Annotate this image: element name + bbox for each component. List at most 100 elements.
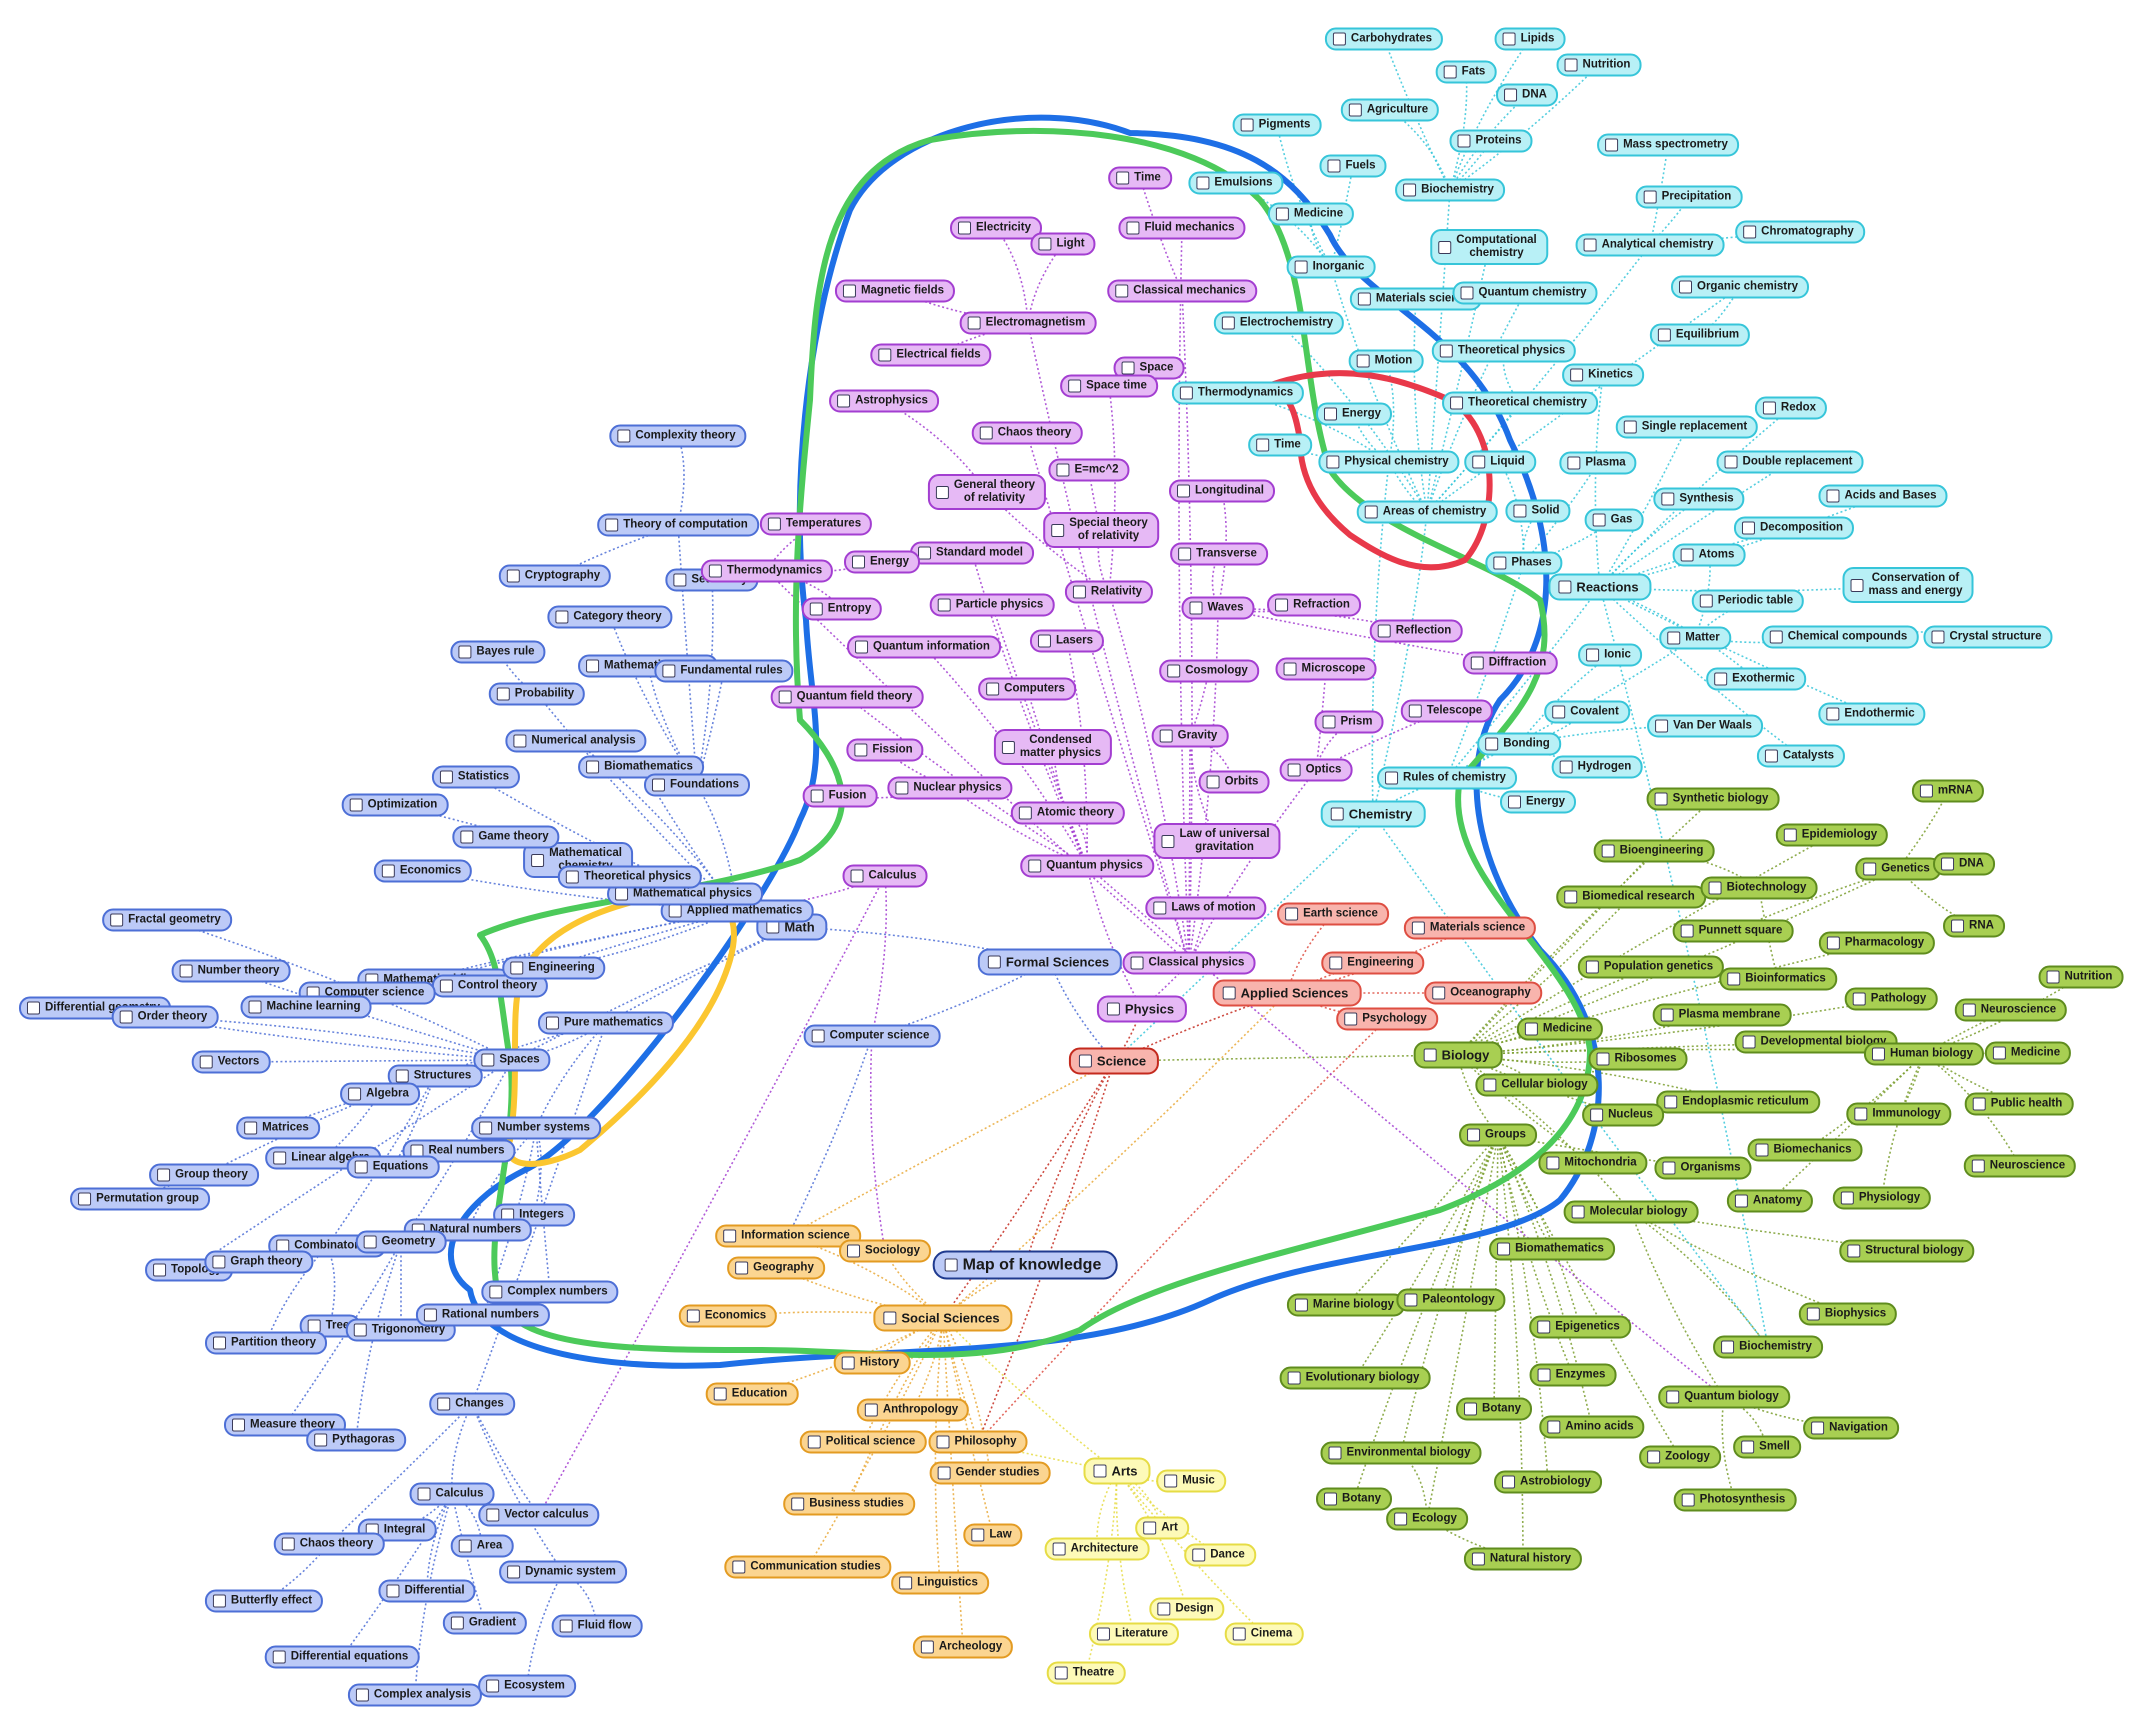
checkbox-icon[interactable] [1559, 760, 1573, 774]
checkbox-icon[interactable] [1721, 1340, 1735, 1354]
checkbox-icon[interactable] [281, 1537, 295, 1551]
node-music[interactable]: Music [1156, 1469, 1226, 1493]
node-pigments[interactable]: Pigments [1232, 113, 1322, 137]
node-sociology[interactable]: Sociology [839, 1239, 931, 1263]
checkbox-icon[interactable] [617, 429, 631, 443]
checkbox-icon[interactable] [1472, 455, 1486, 469]
node-anatomy[interactable]: Anatomy [1726, 1189, 1814, 1213]
node-controltheory[interactable]: Control theory [431, 974, 549, 998]
checkbox-icon[interactable] [841, 1356, 855, 1370]
node-analytical[interactable]: Analytical chemistry [1575, 233, 1725, 257]
node-precipitation[interactable]: Precipitation [1635, 185, 1743, 209]
checkbox-icon[interactable] [1115, 284, 1129, 298]
checkbox-icon[interactable] [348, 1087, 362, 1101]
node-cellbio[interactable]: Cellular biology [1475, 1073, 1599, 1097]
node-physics[interactable]: Physics [1096, 995, 1188, 1023]
checkbox-icon[interactable] [878, 348, 892, 362]
checkbox-icon[interactable] [363, 1235, 377, 1249]
node-atomic[interactable]: Atomic theory [1010, 801, 1126, 825]
node-ribosomes[interactable]: Ribosomes [1588, 1047, 1688, 1071]
node-archeology[interactable]: Archeology [912, 1635, 1014, 1659]
checkbox-icon[interactable] [1647, 1450, 1661, 1464]
checkbox-icon[interactable] [1743, 225, 1757, 239]
node-ruleschem[interactable]: Rules of chemistry [1377, 766, 1517, 790]
node-endothermic[interactable]: Endothermic [1818, 702, 1926, 726]
checkbox-icon[interactable] [1596, 1052, 1610, 1066]
node-biomedres[interactable]: Biomedical research [1556, 885, 1706, 909]
checkbox-icon[interactable] [1941, 857, 1955, 871]
checkbox-icon[interactable] [231, 1418, 245, 1432]
checkbox-icon[interactable] [355, 1688, 369, 1702]
node-quantinfo[interactable]: Quantum information [847, 635, 1001, 659]
node-dna-b[interactable]: DNA [1933, 852, 1995, 876]
node-literature[interactable]: Literature [1088, 1622, 1180, 1646]
checkbox-icon[interactable] [1394, 1512, 1408, 1526]
node-doublerep[interactable]: Double replacement [1716, 450, 1864, 474]
checkbox-icon[interactable] [1558, 580, 1572, 594]
checkbox-icon[interactable] [1178, 547, 1192, 561]
node-kinetics[interactable]: Kinetics [1562, 363, 1644, 387]
checkbox-icon[interactable] [110, 913, 124, 927]
checkbox-icon[interactable] [1854, 1107, 1868, 1121]
node-neuroscience[interactable]: Neuroscience [1954, 998, 2068, 1022]
node-aminoacids[interactable]: Amino acids [1539, 1415, 1645, 1439]
node-geometry[interactable]: Geometry [355, 1230, 447, 1254]
checkbox-icon[interactable] [1667, 631, 1681, 645]
checkbox-icon[interactable] [883, 1311, 897, 1325]
checkbox-icon[interactable] [1724, 455, 1738, 469]
checkbox-icon[interactable] [1411, 921, 1425, 935]
checkbox-icon[interactable] [1364, 505, 1378, 519]
node-nutrition-c[interactable]: Nutrition [1556, 53, 1642, 77]
node-waves[interactable]: Waves [1181, 596, 1255, 620]
checkbox-icon[interactable] [1483, 1078, 1497, 1092]
node-humanbio[interactable]: Human biology [1863, 1042, 1985, 1066]
checkbox-icon[interactable] [1327, 159, 1341, 173]
node-ordertheory[interactable]: Order theory [111, 1005, 219, 1029]
node-motion[interactable]: Motion [1348, 349, 1424, 373]
node-relativity[interactable]: Relativity [1064, 580, 1154, 604]
node-er[interactable]: Endoplasmic reticulum [1656, 1090, 1820, 1114]
checkbox-icon[interactable] [920, 1640, 934, 1654]
node-design[interactable]: Design [1149, 1597, 1225, 1621]
checkbox-icon[interactable] [1826, 489, 1840, 503]
checkbox-icon[interactable] [735, 1261, 749, 1275]
node-carbs[interactable]: Carbohydrates [1324, 27, 1444, 51]
checkbox-icon[interactable] [1951, 919, 1965, 933]
node-vanderwaals[interactable]: Van Der Waals [1647, 714, 1763, 738]
node-temperatures[interactable]: Temperatures [759, 512, 873, 536]
node-fundrules[interactable]: Fundamental rules [654, 659, 794, 683]
checkbox-icon[interactable] [1106, 1002, 1120, 1016]
checkbox-icon[interactable] [979, 426, 993, 440]
checkbox-icon[interactable] [1699, 594, 1713, 608]
checkbox-icon[interactable] [586, 760, 600, 774]
node-refraction[interactable]: Refraction [1267, 593, 1361, 617]
node-crypto[interactable]: Cryptography [498, 564, 612, 588]
node-organisms[interactable]: Organisms [1654, 1156, 1752, 1180]
node-mitochondria[interactable]: Mitochondria [1538, 1151, 1648, 1175]
checkbox-icon[interactable] [1863, 862, 1877, 876]
node-condmatter[interactable]: Condensed matter physics [993, 729, 1113, 765]
node-botany[interactable]: Botany [1456, 1397, 1532, 1421]
node-philosophy[interactable]: Philosophy [928, 1430, 1028, 1454]
checkbox-icon[interactable] [1206, 775, 1220, 789]
node-genderstudies[interactable]: Gender studies [929, 1461, 1051, 1485]
node-evobio[interactable]: Evolutionary biology [1279, 1366, 1431, 1390]
checkbox-icon[interactable] [423, 1308, 437, 1322]
node-areaschem[interactable]: Areas of chemistry [1356, 500, 1498, 524]
checkbox-icon[interactable] [686, 1309, 700, 1323]
checkbox-icon[interactable] [1847, 1244, 1861, 1258]
node-formal[interactable]: Formal Sciences [977, 948, 1123, 976]
checkbox-icon[interactable] [1664, 1095, 1678, 1109]
checkbox-icon[interactable] [513, 734, 527, 748]
checkbox-icon[interactable] [615, 887, 629, 901]
checkbox-icon[interactable] [1552, 705, 1566, 719]
checkbox-icon[interactable] [212, 1594, 226, 1608]
node-fuels[interactable]: Fuels [1319, 154, 1387, 178]
checkbox-icon[interactable] [1222, 986, 1236, 1000]
checkbox-icon[interactable] [1708, 881, 1722, 895]
checkbox-icon[interactable] [314, 1433, 328, 1447]
node-arts[interactable]: Arts [1083, 1457, 1151, 1485]
node-business[interactable]: Business studies [783, 1492, 915, 1516]
node-singlerep[interactable]: Single replacement [1615, 415, 1759, 439]
node-graphtheory[interactable]: Graph theory [204, 1250, 314, 1274]
